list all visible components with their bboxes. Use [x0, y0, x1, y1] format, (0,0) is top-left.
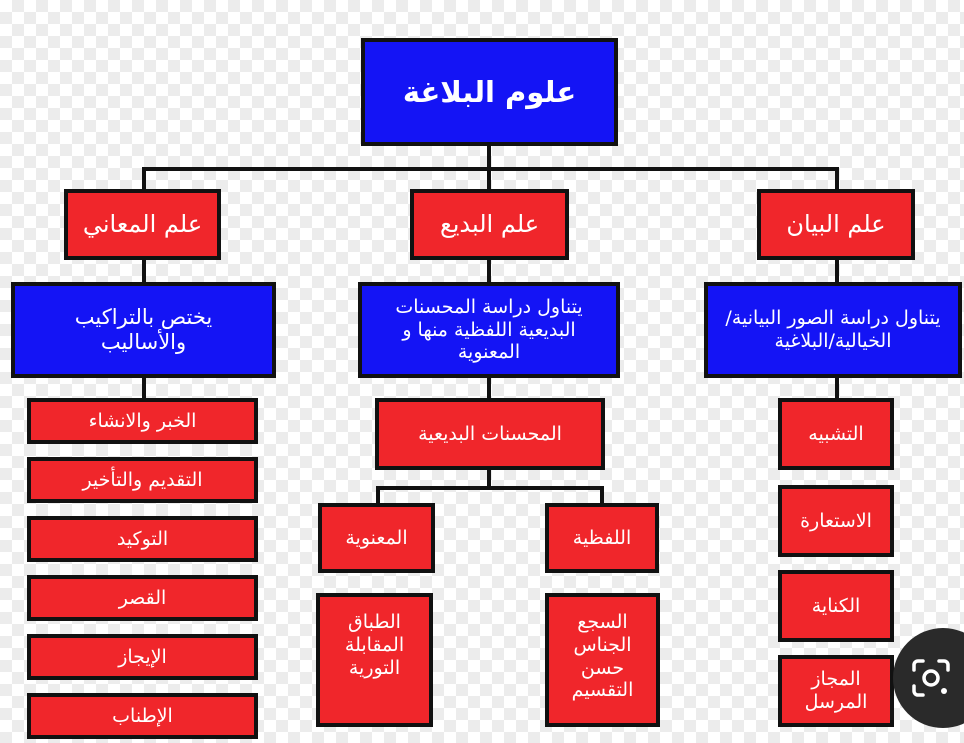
maani-item-label: الإيجاز: [118, 645, 167, 668]
bayan-item-label: الكناية: [811, 594, 861, 617]
bayan-item: الكناية: [778, 570, 894, 642]
maani-item-label: التوكيد: [116, 527, 169, 550]
maani-title: علم المعاني: [82, 210, 203, 239]
badee-description-node: يتناول دراسة المحسنات البديعية اللفظية م…: [358, 282, 620, 378]
manawiya-title: المعنوية: [345, 526, 408, 549]
lafziya-item: السجع: [577, 611, 628, 633]
maani-item: الإطناب: [27, 693, 258, 739]
lafziya-item: حسن التقسيم: [571, 656, 634, 702]
maani-item: التوكيد: [27, 516, 258, 562]
maani-item: الإيجاز: [27, 634, 258, 680]
maani-item-label: الخبر والانشاء: [88, 409, 197, 432]
manawiya-item: المقابلة: [344, 633, 405, 656]
bayan-item-label: التشبيه: [808, 422, 864, 445]
google-lens-icon: [912, 659, 950, 697]
bayan-description: يتناول دراسة الصور البيانية/الخيالية/الب…: [725, 307, 941, 352]
manawiya-item: الطباق: [348, 611, 401, 633]
connector: [487, 468, 491, 488]
badee-title: علم البديع: [439, 210, 540, 239]
connector: [487, 376, 491, 400]
maani-item: القصر: [27, 575, 258, 621]
connector: [142, 167, 146, 191]
maani-item: التقديم والتأخير: [27, 457, 258, 503]
maani-title-node: علم المعاني: [64, 189, 221, 260]
bayan-description-node: يتناول دراسة الصور البيانية/الخيالية/الب…: [704, 282, 962, 378]
root-node: علوم البلاغة: [361, 38, 618, 146]
connector: [376, 486, 602, 490]
manawiya-item: التورية: [348, 656, 401, 679]
connector: [600, 486, 604, 506]
connector: [142, 376, 146, 400]
connector: [835, 167, 839, 191]
connector: [376, 486, 380, 506]
bayan-item: الاستعارة: [778, 485, 894, 557]
connector: [487, 258, 491, 284]
manawiya-items-node: الطباق المقابلة التورية: [316, 593, 433, 727]
badee-subtitle: المحسنات البديعية: [418, 422, 562, 445]
lafziya-items-node: السجع الجناس حسن التقسيم: [545, 593, 660, 727]
connector: [487, 145, 491, 171]
bayan-item: المجاز المرسل: [778, 655, 894, 727]
lafziya-title: اللفظية: [572, 526, 632, 549]
manawiya-title-node: المعنوية: [318, 503, 435, 573]
maani-item-label: القصر: [118, 586, 167, 609]
bayan-item-label: المجاز المرسل: [804, 668, 868, 713]
maani-description-node: يختص بالتراكيب والأساليب: [11, 282, 276, 378]
bayan-item-label: الاستعارة: [800, 509, 872, 532]
bayan-title: علم البيان: [786, 210, 886, 239]
maani-description: يختص بالتراكيب والأساليب: [74, 304, 213, 354]
connector: [835, 376, 839, 400]
badee-description: يتناول دراسة المحسنات البديعية اللفظية م…: [395, 295, 583, 364]
maani-item-label: التقديم والتأخير: [82, 468, 203, 491]
connector: [487, 167, 491, 191]
badee-title-node: علم البديع: [410, 189, 569, 260]
lafziya-item: الجناس: [573, 633, 632, 656]
connector: [835, 258, 839, 284]
maani-item-label: الإطناب: [112, 704, 173, 727]
google-lens-button[interactable]: [893, 628, 964, 728]
connector: [142, 258, 146, 284]
lafziya-title-node: اللفظية: [545, 503, 659, 573]
maani-item: الخبر والانشاء: [27, 398, 258, 444]
bayan-item: التشبيه: [778, 398, 894, 470]
bayan-title-node: علم البيان: [757, 189, 915, 260]
badee-subtitle-node: المحسنات البديعية: [375, 398, 605, 470]
root-label: علوم البلاغة: [402, 74, 577, 109]
